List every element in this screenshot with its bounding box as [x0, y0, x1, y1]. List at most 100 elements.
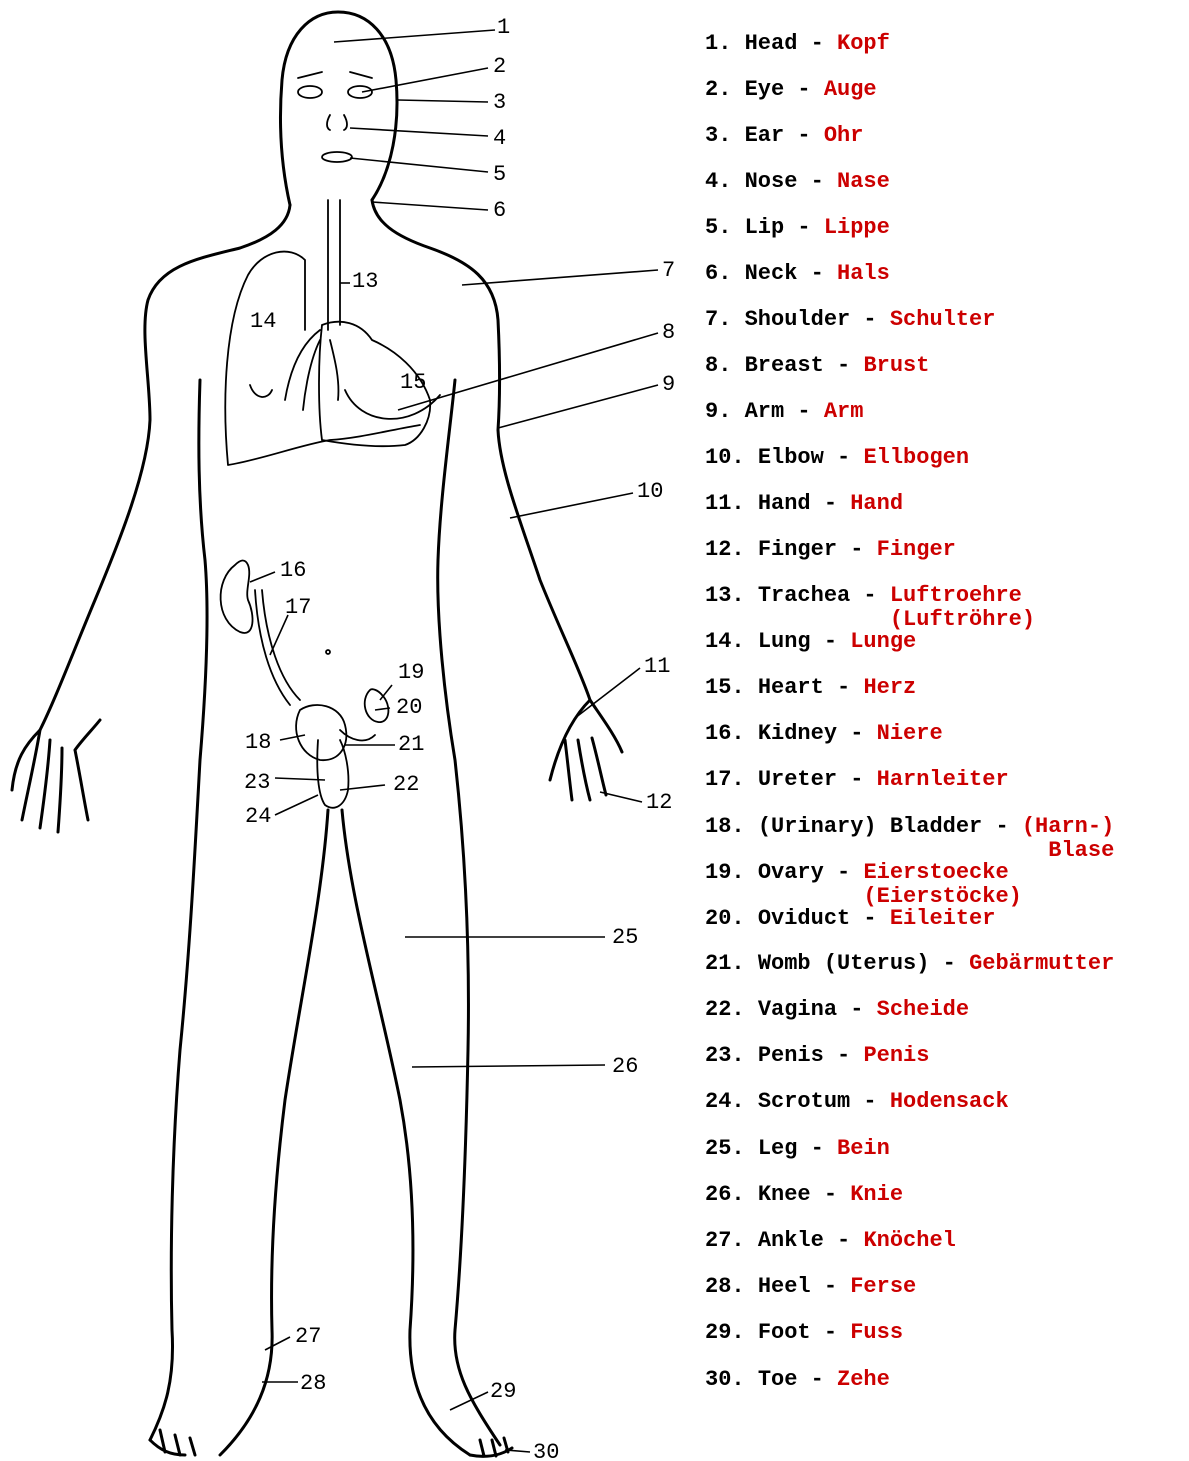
callout-30: 30	[533, 1440, 559, 1461]
legend-german-term: Eileiter	[890, 906, 996, 931]
callout-8: 8	[662, 320, 675, 345]
legend-number: 9.	[705, 399, 731, 424]
legend-german-term: Arm	[824, 399, 864, 424]
callout-19: 19	[398, 660, 424, 685]
callout-9: 9	[662, 372, 675, 397]
legend-entry: 26. Knee - Knie	[705, 1183, 903, 1207]
legend-number: 12.	[705, 537, 745, 562]
legend-number: 6.	[705, 261, 731, 286]
legend-entry: 9. Arm - Arm	[705, 400, 863, 424]
legend-entry: 7. Shoulder - Schulter	[705, 308, 995, 332]
legend-english-term: Ear	[745, 123, 785, 148]
legend-number: 8.	[705, 353, 731, 378]
legend-german-alt: Blase	[1048, 839, 1114, 863]
legend-english-term: Heart	[758, 675, 824, 700]
legend-german-term: Lunge	[850, 629, 916, 654]
legend-entry: 27. Ankle - Knöchel	[705, 1229, 956, 1253]
trachea	[328, 200, 340, 330]
legend-entry: 25. Leg - Bein	[705, 1137, 890, 1161]
callout-7: 7	[662, 258, 675, 283]
legend-number: 26.	[705, 1182, 745, 1207]
right-inner-leg	[342, 810, 470, 1455]
legend-german-term: Ellbogen	[863, 445, 969, 470]
uterus	[340, 730, 375, 740]
legend-english-term: Ureter	[758, 767, 837, 792]
legend-english-term: Penis	[758, 1043, 824, 1068]
callout-15: 15	[400, 370, 426, 395]
left-torso-side	[150, 380, 207, 1440]
legend-english-term: Finger	[758, 537, 837, 562]
brows	[298, 72, 372, 78]
legend-number: 3.	[705, 123, 731, 148]
callout-24: 24	[245, 804, 271, 829]
legend-german-term: Penis	[863, 1043, 929, 1068]
callout-1: 1	[497, 15, 510, 40]
callout-23: 23	[244, 770, 270, 795]
legend-english-term: Lung	[758, 629, 811, 654]
legend-entry: 8. Breast - Brust	[705, 354, 929, 378]
legend-entry: 15. Heart - Herz	[705, 676, 916, 700]
legend-english-term: Head	[745, 31, 798, 56]
legend-number: 27.	[705, 1228, 745, 1253]
legend-entry: 4. Nose - Nase	[705, 170, 890, 194]
navel	[326, 650, 330, 654]
legend-german-term: Nase	[837, 169, 890, 194]
callout-2: 2	[493, 54, 506, 79]
lung-outline	[225, 252, 420, 465]
legend-entry: 30. Toe - Zehe	[705, 1368, 890, 1392]
lung-branches	[285, 330, 338, 410]
body-diagram: 1 2 3 4 5 6 7 8 9 10 11 12 13 14 15 16 1…	[0, 0, 680, 1461]
legend-number: 24.	[705, 1089, 745, 1114]
legend-entry: 5. Lip - Lippe	[705, 216, 890, 240]
legend-entry: 13. Trachea - Luftroehre	[705, 584, 1022, 608]
callout-12: 12	[646, 790, 672, 815]
legend-number: 10.	[705, 445, 745, 470]
nose	[327, 115, 347, 130]
callout-25: 25	[612, 925, 638, 950]
legend-english-term: Heel	[758, 1274, 811, 1299]
legend-german-term: Kopf	[837, 31, 890, 56]
right-foot-toes	[470, 1438, 512, 1456]
legend-german-term: Knöchel	[863, 1228, 955, 1253]
callout-14: 14	[250, 309, 276, 334]
mouth	[322, 152, 352, 162]
right-neck-shoulder	[372, 200, 590, 700]
body-outline-drawing: 1 2 3 4 5 6 7 8 9 10 11 12 13 14 15 16 1…	[0, 0, 680, 1461]
legend-english-term: Eye	[745, 77, 785, 102]
callout-26: 26	[612, 1054, 638, 1079]
legend-entry: 20. Oviduct - Eileiter	[705, 907, 995, 931]
legend-entry: 19. Ovary - Eierstoecke	[705, 861, 1009, 885]
legend-german-term: Ferse	[850, 1274, 916, 1299]
legend-german-term: Niere	[877, 721, 943, 746]
callout-11: 11	[644, 654, 670, 679]
legend-entry: 2. Eye - Auge	[705, 78, 877, 102]
callout-3: 3	[493, 90, 506, 115]
legend-number: 16.	[705, 721, 745, 746]
legend-number: 17.	[705, 767, 745, 792]
callout-21: 21	[398, 732, 424, 757]
callout-18: 18	[245, 730, 271, 755]
legend-german-term: Luftroehre	[890, 583, 1022, 608]
legend-english-term: Leg	[758, 1136, 798, 1161]
legend-english-term: Womb (Uterus)	[758, 951, 930, 976]
legend-entry: 10. Elbow - Ellbogen	[705, 446, 969, 470]
legend-german-term: Brust	[863, 353, 929, 378]
legend-number: 11.	[705, 491, 745, 516]
legend-number: 14.	[705, 629, 745, 654]
legend-entry: 24. Scrotum - Hodensack	[705, 1090, 1009, 1114]
legend-english-term: Elbow	[758, 445, 824, 470]
penis-scrotum	[317, 740, 348, 808]
legend-german-term: Bein	[837, 1136, 890, 1161]
kidney	[221, 560, 253, 633]
callout-29: 29	[490, 1379, 516, 1404]
legend-number: 5.	[705, 215, 731, 240]
legend-entry: 28. Heel - Ferse	[705, 1275, 916, 1299]
legend-english-term: Toe	[758, 1367, 798, 1392]
callout-28: 28	[300, 1371, 326, 1396]
legend-german-term: Fuss	[850, 1320, 903, 1345]
callout-22: 22	[393, 772, 419, 797]
callout-5: 5	[493, 162, 506, 187]
legend-english-term: Shoulder	[745, 307, 851, 332]
legend-entry: 18. (Urinary) Bladder - (Harn-)	[705, 815, 1114, 839]
